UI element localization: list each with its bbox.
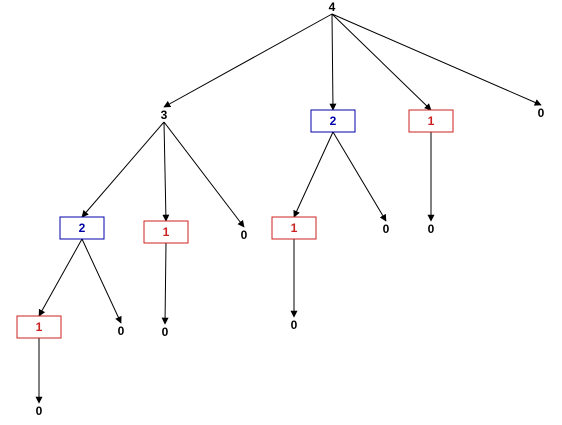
tree-node-n0c: 0 bbox=[118, 324, 125, 338]
node-label: 0 bbox=[118, 324, 125, 338]
node-label: 0 bbox=[291, 318, 298, 332]
tree-node-n0b: 0 bbox=[241, 228, 248, 242]
node-label: 2 bbox=[79, 221, 86, 235]
node-label: 1 bbox=[428, 114, 435, 128]
node-label: 4 bbox=[329, 0, 336, 14]
node-box bbox=[143, 220, 189, 244]
edge-n4-n0a bbox=[331, 13, 542, 106]
tree-node-n0d: 0 bbox=[36, 404, 43, 418]
tree-node-n1a: 1 bbox=[408, 109, 454, 133]
tree-node-n0f: 0 bbox=[383, 222, 390, 236]
node-label: 0 bbox=[538, 106, 545, 120]
edge-n1b-n0e bbox=[161, 242, 169, 325]
node-label: 0 bbox=[383, 222, 390, 236]
node-label: 1 bbox=[291, 221, 298, 235]
node-box bbox=[16, 315, 62, 339]
tree-node-n3: 3 bbox=[161, 108, 168, 122]
node-label: 1 bbox=[36, 320, 43, 334]
tree-node-n0e: 0 bbox=[162, 325, 169, 339]
node-box bbox=[59, 216, 105, 240]
node-box bbox=[310, 109, 356, 133]
tree-node-n0h: 0 bbox=[428, 222, 435, 236]
edge-n2b-n1c bbox=[38, 238, 83, 317]
tree-node-n1c: 1 bbox=[16, 315, 62, 339]
edge-n2a-n0f bbox=[332, 131, 387, 222]
node-label: 0 bbox=[36, 404, 43, 418]
edge-n3-n1b bbox=[162, 121, 170, 222]
node-label: 0 bbox=[428, 222, 435, 236]
tree-node-n1d: 1 bbox=[271, 216, 317, 240]
edge-n2a-n1d bbox=[293, 131, 334, 218]
edge-n4-n3 bbox=[163, 13, 333, 108]
tree-node-n0g: 0 bbox=[291, 318, 298, 332]
edge-n4-n1a bbox=[331, 13, 432, 111]
tree-node-n1b: 1 bbox=[143, 220, 189, 244]
node-label: 2 bbox=[330, 114, 337, 128]
tree-node-n2a: 2 bbox=[310, 109, 356, 133]
node-label: 3 bbox=[161, 108, 168, 122]
node-box bbox=[408, 109, 454, 133]
node-label: 0 bbox=[241, 228, 248, 242]
node-label: 1 bbox=[163, 225, 170, 239]
edge-n3-n0b bbox=[163, 121, 245, 228]
node-label: 0 bbox=[162, 325, 169, 339]
tree-node-n4: 4 bbox=[329, 0, 336, 14]
edge-n2b-n0c bbox=[81, 238, 122, 324]
tree-node-n0a: 0 bbox=[538, 106, 545, 120]
node-box bbox=[271, 216, 317, 240]
tree-node-n2b: 2 bbox=[59, 216, 105, 240]
edge-n3-n2b bbox=[81, 121, 165, 218]
edge-n4-n2a bbox=[329, 13, 337, 111]
edges-layer bbox=[35, 13, 542, 404]
nodes-layer: 4 3 2 1 0 2 1 0 1 0 0 1 0 0 0 0 bbox=[16, 0, 545, 418]
